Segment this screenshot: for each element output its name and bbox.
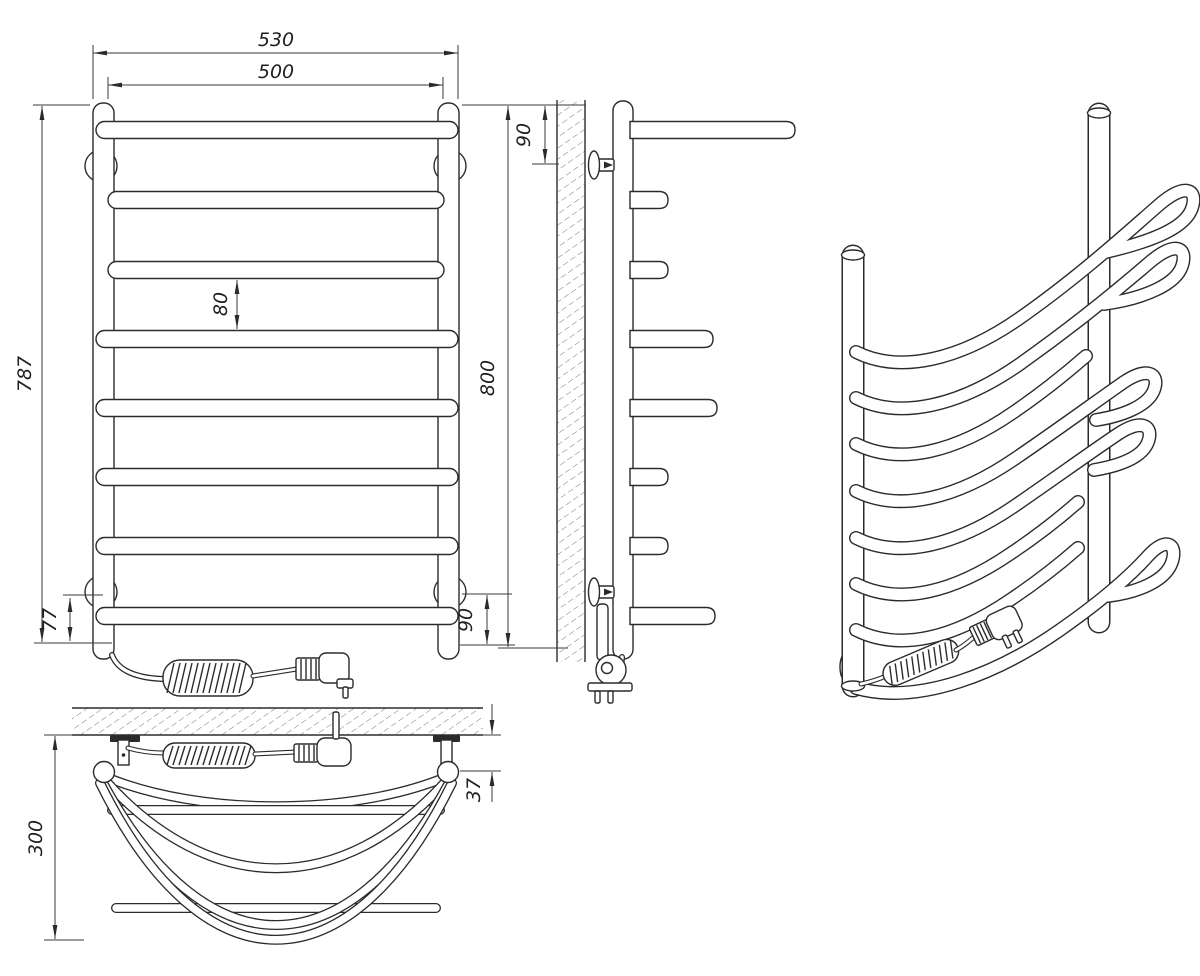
dim-side-height: 800 [477,360,499,396]
plug-3d [968,605,1023,649]
post-cap-3d [840,249,866,261]
top-dimensions: 300 37 [25,704,501,941]
plug-side [587,603,633,704]
wall-hatch [557,100,585,662]
rung [95,606,459,626]
rung [95,467,459,487]
top-bracket-left [110,735,140,766]
side-bracket-bottom [587,577,615,607]
dim-front-outer-width: 530 [258,29,294,51]
dim-top-depth: 300 [25,820,47,856]
side-dimensions: 800 90 [462,104,586,649]
left-post [92,102,115,660]
post-top-view [436,760,460,784]
rung [95,120,459,140]
front-dimensions: 530 500 787 80 77 90 [14,29,515,646]
dim-bottom-right: 90 [455,608,477,632]
dim-front-inner-width: 500 [258,61,294,83]
power-cord-top [125,711,352,769]
rungs-3d [856,191,1194,693]
side-bracket-top [587,150,615,180]
top-view: 300 37 [25,704,501,940]
side-rungs [629,120,796,626]
wall-hatch-top [72,708,483,735]
front-view: 530 500 787 80 77 90 [14,29,515,699]
post-top-view [92,760,116,784]
dim-bottom-left: 77 [39,608,61,632]
plug-top [293,711,352,767]
rung [107,260,445,280]
right-post [437,102,460,660]
rung [95,398,459,418]
rung [95,536,459,556]
perspective-view [839,107,1194,693]
dim-front-height: 787 [14,356,36,392]
top-bracket-right [433,735,460,766]
post-cap-3d [1086,107,1112,119]
dim-side-top-offset: 90 [513,123,535,147]
rung [107,190,445,210]
rung [95,329,459,349]
dim-rung-gap: 80 [210,292,232,316]
plug-front [295,652,354,699]
top-rungs [100,777,452,940]
dim-wall-clearance: 37 [463,778,485,802]
side-post [612,100,634,660]
power-cord-front [109,652,354,699]
side-view: 800 90 [462,100,796,704]
power-cord-3d [861,605,1023,689]
